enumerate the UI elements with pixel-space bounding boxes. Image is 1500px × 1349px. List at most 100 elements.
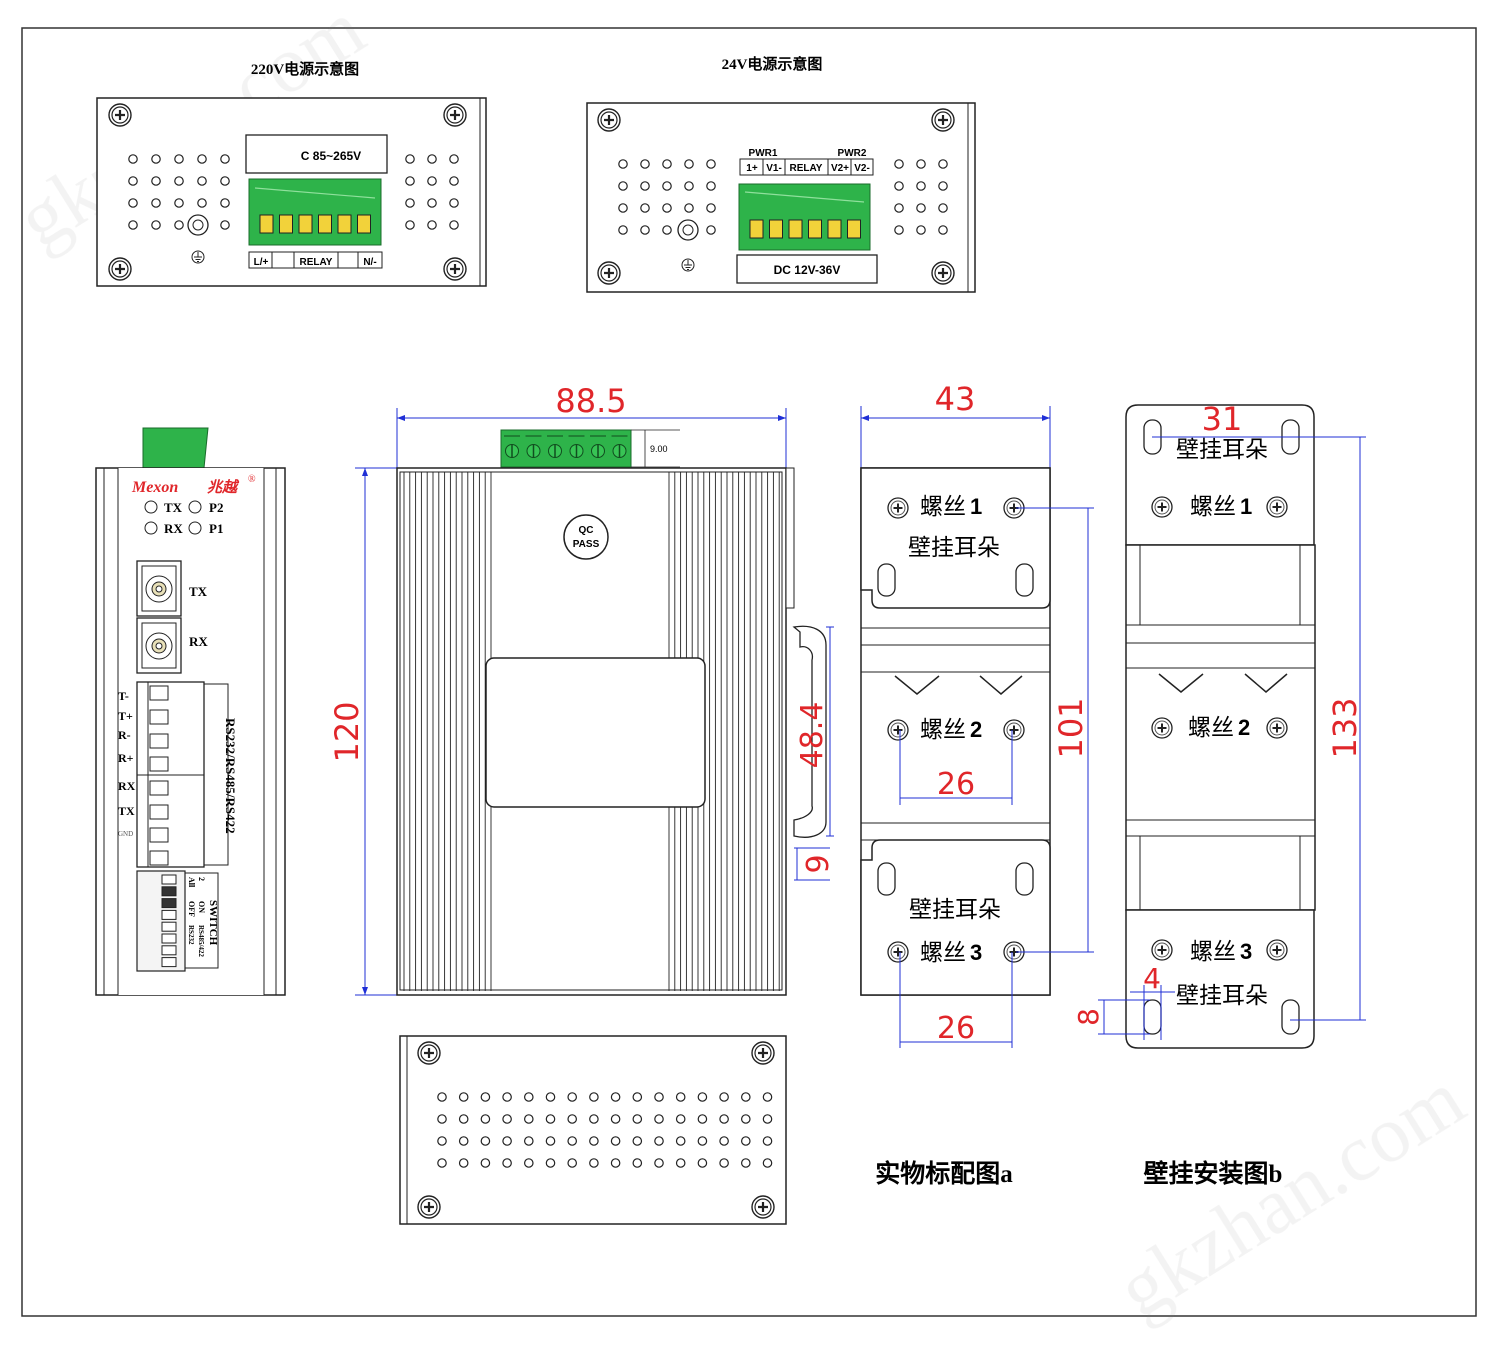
vent-hole xyxy=(640,181,650,191)
brand-logo: Mexon xyxy=(131,479,178,496)
vent-hole xyxy=(437,1136,447,1146)
pass-text: PASS xyxy=(573,539,600,550)
vent-hole xyxy=(405,198,415,208)
vent-hole xyxy=(938,203,948,213)
vent-hole xyxy=(174,176,184,186)
screw-icon xyxy=(1266,496,1288,518)
serial-pin-label: T+ xyxy=(118,709,133,723)
vent-hole xyxy=(632,1114,643,1124)
vent-hole xyxy=(458,1092,469,1102)
fig-a-ear-top xyxy=(860,467,1051,609)
terminal-pin xyxy=(337,214,352,234)
screw-icon xyxy=(416,1040,442,1066)
vent-hole xyxy=(502,1114,512,1124)
vent-hole xyxy=(567,1092,578,1102)
ground-screw-icon xyxy=(187,214,209,236)
fig-b-ear-label: 壁挂耳朵 xyxy=(1176,983,1268,1008)
screw-icon xyxy=(107,102,133,128)
outer-frame xyxy=(21,27,1477,1317)
vent-hole xyxy=(610,1158,621,1168)
vent-hole xyxy=(706,225,716,235)
fig-b-screw-number: 3 xyxy=(1240,939,1252,964)
fig-b-ear-label: 壁挂耳朵 xyxy=(1176,437,1268,462)
screw-icon xyxy=(1151,496,1173,518)
screw-icon xyxy=(1266,939,1288,961)
vent-hole xyxy=(151,176,161,186)
vent-hole xyxy=(684,159,694,169)
vent-hole xyxy=(589,1158,599,1168)
vent-hole xyxy=(502,1158,512,1168)
vent-hole xyxy=(567,1114,578,1124)
screw-icon xyxy=(887,497,909,519)
switch-row-label: ON xyxy=(197,901,206,913)
dip-switch-slot xyxy=(161,898,177,909)
led-icon xyxy=(144,500,158,514)
vent-hole xyxy=(449,198,459,208)
panel-220v: 220V电源示意图 C 85~265V L/+ RELAY N/- xyxy=(96,60,487,287)
front-view: Mexon 兆越 ® TX P2 RX P1 TX RX xyxy=(95,427,286,996)
dimension-height: 120 xyxy=(328,701,366,762)
vent-hole xyxy=(128,154,138,164)
vent-hole xyxy=(684,181,694,191)
vent-hole xyxy=(174,198,184,208)
vent-hole xyxy=(675,1136,686,1146)
fig-b-dimension-31: 31 xyxy=(1202,400,1243,438)
vent-hole xyxy=(545,1092,556,1102)
fig-b-dimension-4: 4 xyxy=(1143,962,1161,995)
side-terminal-block xyxy=(500,429,632,468)
terminal-label-strip-220v xyxy=(248,251,383,269)
vent-hole xyxy=(697,1114,708,1124)
vent-hole xyxy=(449,220,459,230)
vent-hole xyxy=(762,1114,773,1124)
vent-hole xyxy=(197,198,207,208)
led-label: P2 xyxy=(209,500,223,515)
dimension-terminal: 9.00 xyxy=(650,444,668,454)
bottom-panel xyxy=(399,1035,787,1225)
fiber-port-tx[interactable] xyxy=(136,560,182,617)
panel-24v-title: 24V电源示意图 xyxy=(722,55,823,73)
vent-hole xyxy=(610,1114,621,1124)
side-terminal-pins xyxy=(504,435,628,458)
vent-hole xyxy=(938,225,948,235)
vent-hole xyxy=(220,220,230,230)
dip-switch[interactable] xyxy=(136,870,186,972)
vent-hole xyxy=(220,198,230,208)
vent-hole xyxy=(523,1114,534,1124)
qc-text: QC xyxy=(579,525,594,536)
vent-hole xyxy=(719,1092,729,1102)
vent-hole xyxy=(618,225,628,235)
terminal-slot xyxy=(149,827,169,843)
vent-hole xyxy=(654,1136,664,1146)
vent-hole xyxy=(220,154,230,164)
vent-hole xyxy=(197,154,207,164)
ground-symbol-icon xyxy=(191,250,205,264)
vent-hole xyxy=(545,1136,556,1146)
figure-a: 43 壁挂耳朵 螺丝 1 螺丝 2 26 壁挂耳朵 螺丝 xyxy=(860,380,1094,1188)
label-area xyxy=(485,657,706,808)
terminal-pin xyxy=(318,214,332,234)
led-icon xyxy=(188,521,202,535)
vent-hole xyxy=(632,1158,643,1168)
vent-hole xyxy=(706,181,716,191)
vent-hole xyxy=(938,181,948,191)
fig-a-dimension-26-bottom: 26 xyxy=(937,1011,975,1046)
ground-symbol-icon xyxy=(681,258,695,272)
vent-hole xyxy=(662,159,672,169)
screw-icon xyxy=(887,941,909,963)
dip-switch-slot xyxy=(161,945,177,956)
terminal-pin xyxy=(847,219,861,239)
vent-hole xyxy=(449,154,459,164)
vent-hole xyxy=(151,154,161,164)
vent-hole xyxy=(740,1114,751,1124)
fig-b-screw-label: 螺丝 xyxy=(1190,939,1236,964)
terminal-label: RELAY xyxy=(300,257,333,268)
dip-switch-slot xyxy=(161,886,177,897)
terminal-slot xyxy=(149,756,169,772)
serial-terminal-slots xyxy=(149,685,169,866)
serial-label: RS232/RS485/RS422 xyxy=(223,718,238,834)
screw-icon xyxy=(1151,939,1173,961)
fiber-port-rx[interactable] xyxy=(136,617,182,674)
terminal-block-24v xyxy=(738,183,871,251)
vent-hole xyxy=(916,181,926,191)
